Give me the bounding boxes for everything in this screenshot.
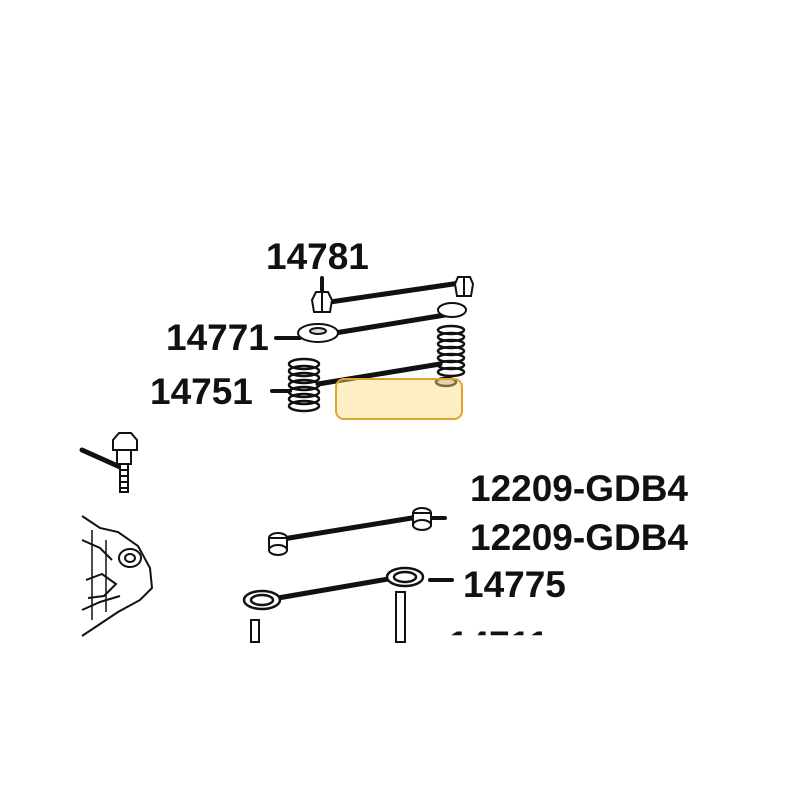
leader-line-14775 — [275, 574, 403, 601]
part-label-14711[interactable]: 14711 — [448, 624, 549, 665]
spring-seat-washer-icon — [242, 566, 425, 611]
valve-spring-left-icon — [287, 357, 321, 413]
leader-line-14781 — [327, 280, 463, 305]
bolt-icon — [112, 432, 138, 493]
leader-line-bolt — [79, 447, 123, 470]
part-label-12209-bottom[interactable]: 12209-GDB4 — [470, 517, 689, 558]
cylinder-head-icon — [81, 515, 154, 637]
valve-stem-icon — [250, 591, 406, 643]
valve-spring-right-icon — [434, 324, 466, 388]
part-label-14781[interactable]: 14781 — [266, 236, 369, 277]
part-label-14751[interactable]: 14751 — [150, 371, 253, 412]
spring-retainer-icon — [297, 302, 467, 343]
leader-line-14771 — [332, 312, 448, 336]
part-label-14771[interactable]: 14771 — [166, 317, 269, 358]
part-label-12209-top[interactable]: 12209-GDB4 — [470, 468, 689, 509]
leader-line-12209 — [280, 514, 421, 542]
valve-keeper-icon — [310, 276, 475, 313]
highlighted-region — [335, 378, 463, 420]
stem-seal-icon — [268, 507, 432, 556]
part-label-14775[interactable]: 14775 — [463, 564, 566, 605]
